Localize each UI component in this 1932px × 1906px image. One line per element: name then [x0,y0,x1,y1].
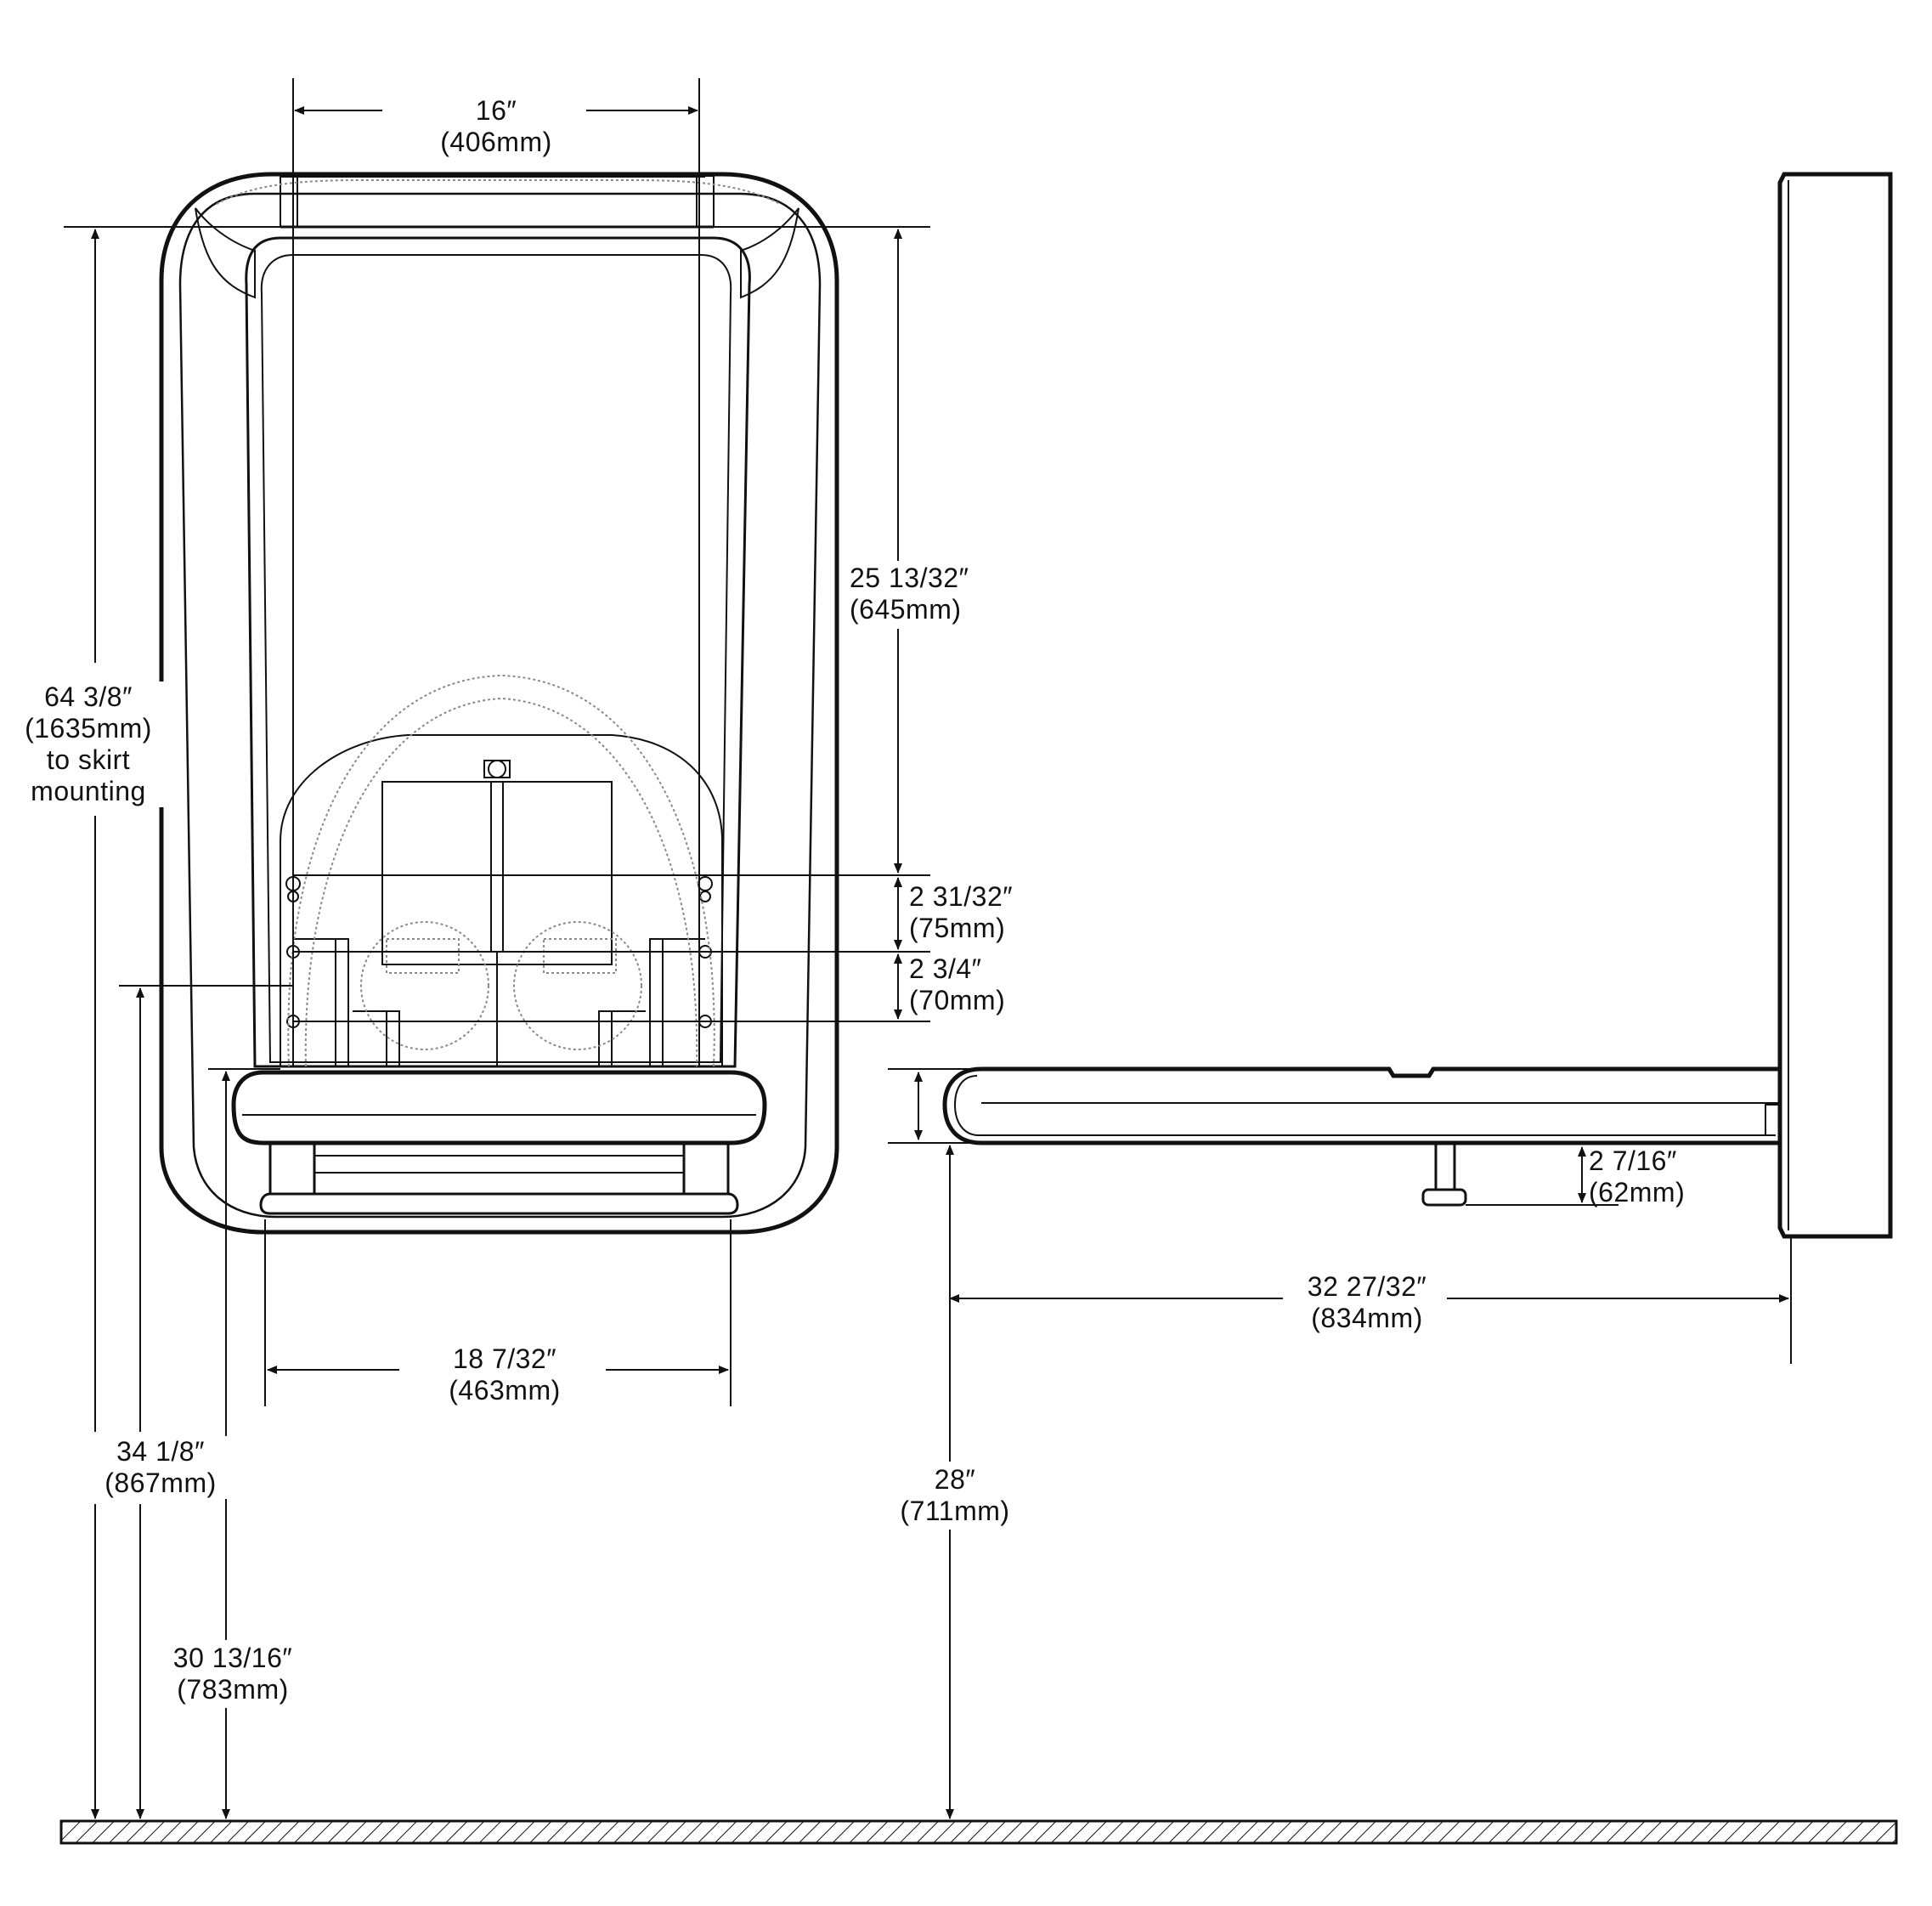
dim-depth-32: 32 27/32″ (834mm) [1287,1271,1447,1334]
floor [59,1819,1898,1845]
dim-spacing-2-31: 2 31/32″ (75mm) [909,881,1014,944]
dim-depth-32-imperial: 32 27/32″ [1307,1271,1427,1302]
dim-width-16: 16″ (406mm) [408,95,585,158]
dim-width-18-imperial: 18 7/32″ [452,1343,557,1374]
dim-height-25-imperial: 25 13/32″ [850,563,969,593]
dim-depth-32-metric: (834mm) [1311,1303,1423,1333]
inner-shell [178,192,822,1219]
dim-spacing-2-31-metric: (75mm) [909,913,1006,943]
dim-spacing-2-3-4-imperial: 2 3/4″ [909,953,982,984]
dimension-lines [64,78,1792,1819]
dim-height-28-metric: (711mm) [900,1496,1010,1526]
dim-height-28-imperial: 28″ [934,1464,976,1495]
hidden-lines [216,179,781,1067]
dim-height-25: 25 13/32″ (645mm) [850,563,969,625]
dim-height-64-note1: to skirt [46,744,131,775]
dim-width-18-metric: (463mm) [449,1375,561,1405]
dim-height-34-imperial: 34 1/8″ [116,1436,205,1467]
table-side [942,1066,1782,1145]
dim-depth-2-7: 2 7/16″ (62mm) [1589,1145,1685,1208]
dim-height-64-imperial: 64 3/8″ [44,682,133,712]
side-view [942,172,1893,1239]
table-panel [245,236,751,1068]
dim-height-34: 34 1/8″ (867mm) [85,1436,236,1499]
front-view [159,172,839,1235]
dim-height-64: 64 3/8″ (1635mm) to skirt mounting [8,682,168,807]
wall-unit [1777,172,1893,1239]
dim-height-28: 28″ (711mm) [884,1464,1026,1527]
dim-spacing-2-31-imperial: 2 31/32″ [909,881,1014,912]
dim-height-34-metric: (867mm) [105,1468,217,1498]
dim-height-25-metric: (645mm) [850,594,962,625]
dim-height-64-note2: mounting [31,776,146,806]
dim-spacing-2-3-4-metric: (70mm) [909,985,1006,1015]
dim-height-30: 30 13/16″ (783mm) [153,1643,313,1705]
dim-spacing-2-3-4: 2 3/4″ (70mm) [909,953,1006,1016]
dim-height-30-imperial: 30 13/16″ [172,1643,293,1673]
dim-height-30-metric: (783mm) [177,1674,289,1705]
dim-depth-2-7-imperial: 2 7/16″ [1589,1145,1677,1176]
dim-width-16-metric: (406mm) [440,127,552,157]
dim-height-64-metric: (1635mm) [25,713,152,744]
dim-width-18: 18 7/32″ (463mm) [404,1343,606,1406]
dim-width-16-imperial: 16″ [475,95,517,126]
tray-lip [231,1070,767,1145]
dim-depth-2-7-metric: (62mm) [1589,1177,1686,1208]
